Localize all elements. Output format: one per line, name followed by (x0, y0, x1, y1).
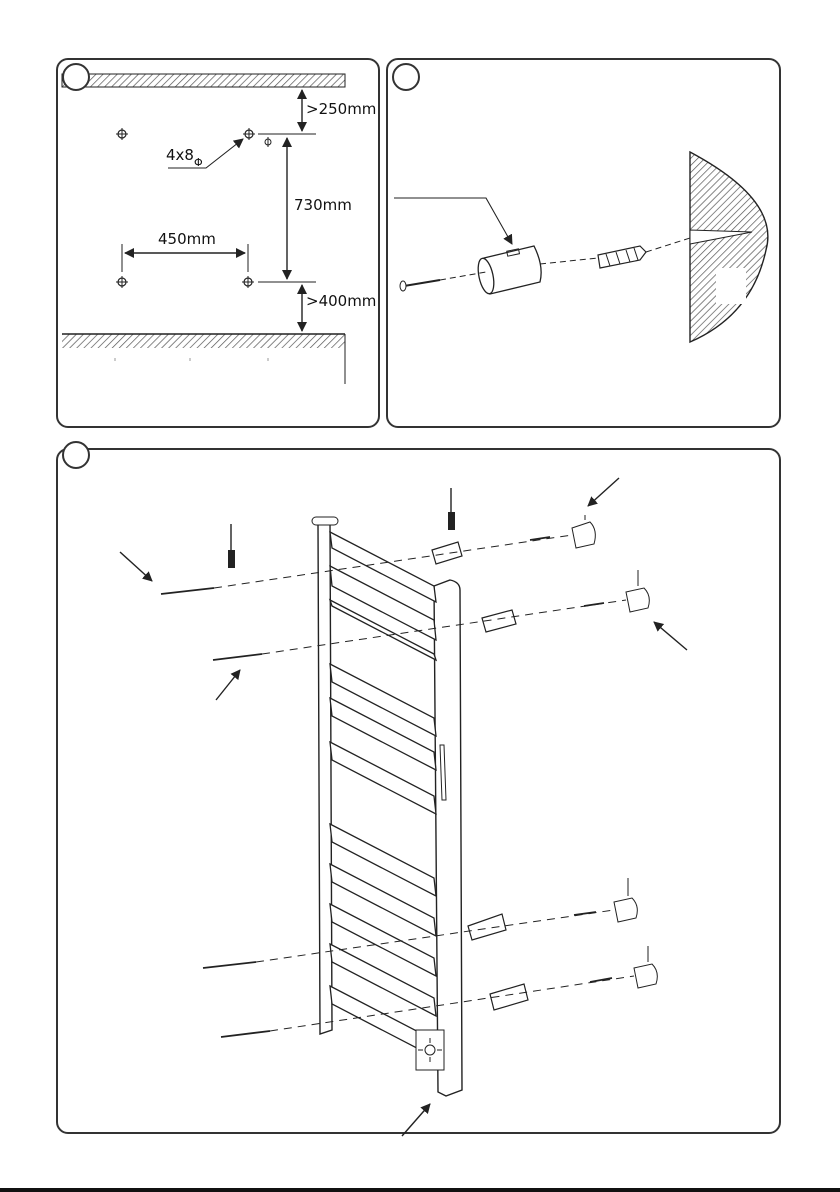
dim-label-top: >250mm (306, 100, 376, 118)
bracket-top-right-1 (572, 515, 595, 548)
bracket-bottom-right-2 (634, 946, 657, 988)
step-badge-3 (62, 441, 90, 469)
dim-label-bottom: >400mm (306, 292, 376, 310)
dim-arrow-horizontal (122, 244, 248, 272)
assembly-axis (440, 238, 690, 280)
arrow-icon-4 (654, 622, 687, 650)
sleeve-leader (394, 198, 512, 244)
hole-spec-text: 4x8 (166, 146, 194, 164)
mounting-hole-top-left (116, 128, 128, 140)
dim-label-horizontal: 450mm (158, 230, 216, 248)
floor-hatch (62, 334, 345, 384)
hole-spec-label: 4x8Φ (166, 146, 203, 169)
arrow-icon-2 (216, 670, 240, 700)
bracket-top-right-2 (626, 570, 649, 612)
drill-bit-icon-top (448, 488, 455, 530)
arrow-icon-3 (588, 478, 619, 506)
drill-bit-icon-left (228, 524, 235, 568)
bracket-bottom-right-1 (614, 878, 637, 922)
arrow-icon-1 (120, 552, 152, 581)
screw (400, 280, 440, 291)
mounting-hole-bottom-left (116, 276, 128, 288)
mounting-hole-top-right (243, 128, 255, 140)
step-badge-1 (62, 63, 90, 91)
spacer-sleeve (475, 246, 541, 295)
arrow-icon-5 (402, 1104, 430, 1136)
diameter-symbol: Φ (194, 156, 203, 169)
radiator (312, 517, 462, 1096)
mounting-hole-bottom-right (242, 276, 254, 288)
page-bottom-bar (0, 1188, 840, 1192)
dim-label-vertical: 730mm (294, 196, 352, 214)
wall-plug (598, 246, 646, 268)
ceiling-hatch (62, 74, 345, 87)
step-badge-2 (392, 63, 420, 91)
phi-mark (265, 137, 271, 147)
wall-section (690, 152, 768, 342)
